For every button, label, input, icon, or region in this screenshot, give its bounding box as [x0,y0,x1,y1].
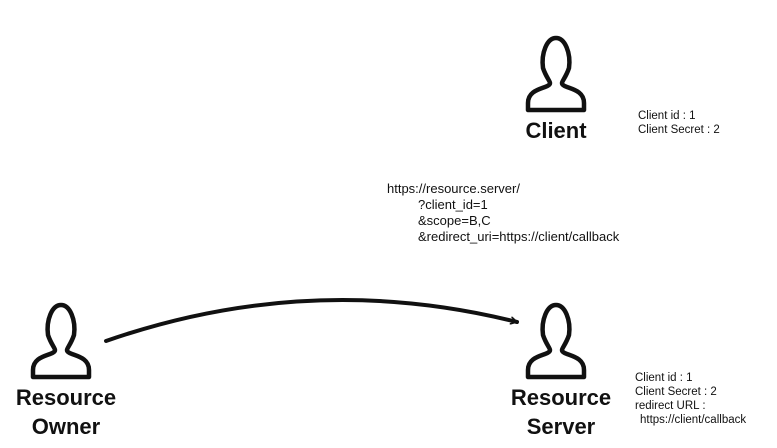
server-note-line2: Client Secret : 2 [635,386,717,398]
server-note-line1: Client id : 1 [635,372,693,384]
resource-owner-label-line1: Resource [15,385,117,410]
url-base: https://resource.server/ [387,181,520,196]
server-credentials-note: Client id : 1 Client Secret : 2 redirect… [635,371,746,427]
resource-server-person-icon [525,302,587,380]
client-label: Client [525,118,587,143]
resource-server-label: Resource Server [501,383,621,441]
resource-owner-label-line2: Owner [31,414,101,439]
server-note-line3: redirect URL : [635,400,706,412]
authorization-request-url: https://resource.server/ ?client_id=1 &s… [387,181,619,245]
resource-owner-label: Resource Owner [6,383,126,441]
resource-server-label-line1: Resource [510,385,612,410]
server-note-line4: https://client/callback [640,414,747,426]
client-note-line1: Client id : 1 [638,110,696,122]
client-credentials-note: Client id : 1 Client Secret : 2 [638,109,720,137]
resource-owner-person-icon [30,302,92,380]
client-note-line2: Client Secret : 2 [638,124,720,136]
url-param-scope: &scope=B,C [418,213,491,228]
url-param-redirect-uri: &redirect_uri=https://client/callback [418,229,620,244]
flow-arrow-icon [104,298,519,343]
url-param-client-id: ?client_id=1 [418,197,488,212]
resource-server-label-line2: Server [526,414,596,439]
client-person-icon [525,35,587,113]
